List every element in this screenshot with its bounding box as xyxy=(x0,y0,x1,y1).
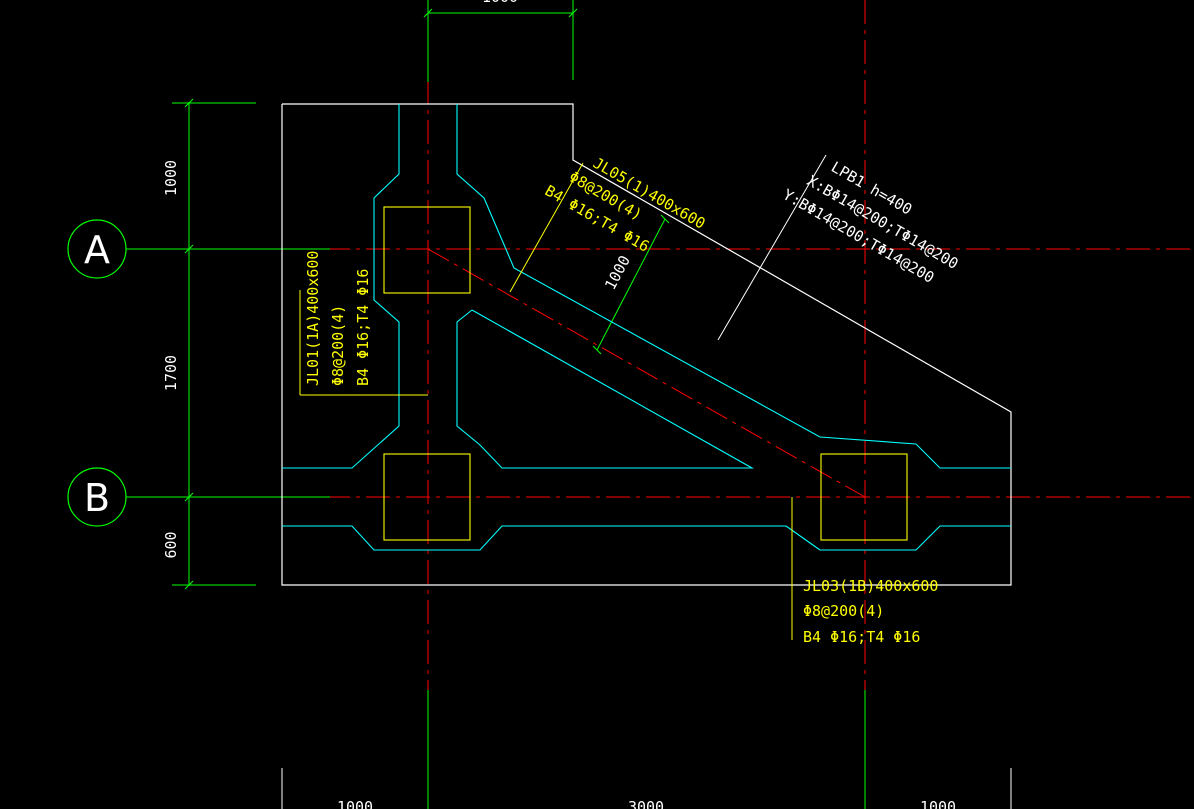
beam-jl03-line3: B4 Φ16;T4 Φ16 xyxy=(803,628,920,646)
beam-jl01-line3: B4 Φ16;T4 Φ16 xyxy=(354,269,372,386)
beam-jl05-annotation[interactable]: JL05(1)400x600 Φ8@200(4) B4 Φ16;T4 Φ16 xyxy=(542,140,709,274)
beam-outlines[interactable] xyxy=(282,104,1011,551)
beam-jl01-right-edge xyxy=(456,104,1011,469)
slab-outline[interactable] xyxy=(281,103,1012,586)
beam-jl03-right-bottom-edge xyxy=(820,525,1011,551)
beam-jl01-line1: JL01(1A)400x600 xyxy=(304,251,322,386)
grid-bubble-B[interactable]: B xyxy=(67,467,127,527)
grid-bubble-B-label: B xyxy=(84,476,110,520)
beam-jl03-line1: JL03(1B)400x600 xyxy=(803,577,938,595)
beam-inner-triangle xyxy=(456,309,755,469)
beam-jl03-line2: Φ8@200(4) xyxy=(803,602,884,620)
grid-bubble-A[interactable]: A xyxy=(67,219,127,279)
grid-axis-diagonal xyxy=(427,248,866,498)
dim-diagonal: 1000 xyxy=(601,252,634,292)
column-B2 xyxy=(820,453,908,541)
beam-jl01-line2: Φ8@200(4) xyxy=(329,305,347,386)
column-A1 xyxy=(383,206,471,294)
slab-leader xyxy=(717,154,827,341)
dim-bottom-right: 1000 xyxy=(920,798,956,809)
dim-top: 1000 xyxy=(482,0,518,6)
dim-bottom-left: 1000 xyxy=(337,798,373,809)
dimension-lines xyxy=(126,0,866,809)
grid-bubble-A-label: A xyxy=(84,228,110,272)
dim-left-bottom: 600 xyxy=(162,531,180,558)
beam-jl01-annotation[interactable]: JL01(1A)400x600 Φ8@200(4) B4 Φ16;T4 Φ16 xyxy=(304,251,372,386)
bottom-extension-lines xyxy=(281,768,1012,809)
dim-left-top: 1000 xyxy=(162,160,180,196)
column-B1 xyxy=(383,453,471,541)
columns[interactable] xyxy=(383,206,908,541)
beam-jl01-left-edge xyxy=(282,104,400,469)
dim-left-middle: 1700 xyxy=(162,355,180,391)
beam-jl03-annotation[interactable]: JL03(1B)400x600 Φ8@200(4) B4 Φ16;T4 Φ16 xyxy=(803,577,938,646)
slab-lpb1-annotation[interactable]: LPB1 h=400 X:BΦ14@200;TΦ14@200 Y:BΦ14@20… xyxy=(780,144,974,294)
beam-jl03-bottom-edge xyxy=(282,525,786,551)
dim-bottom-middle: 3000 xyxy=(628,798,664,809)
leader-lines xyxy=(299,162,793,640)
dimension-texts: 1000 1000 1700 600 1000 1000 3000 1000 xyxy=(162,0,956,809)
